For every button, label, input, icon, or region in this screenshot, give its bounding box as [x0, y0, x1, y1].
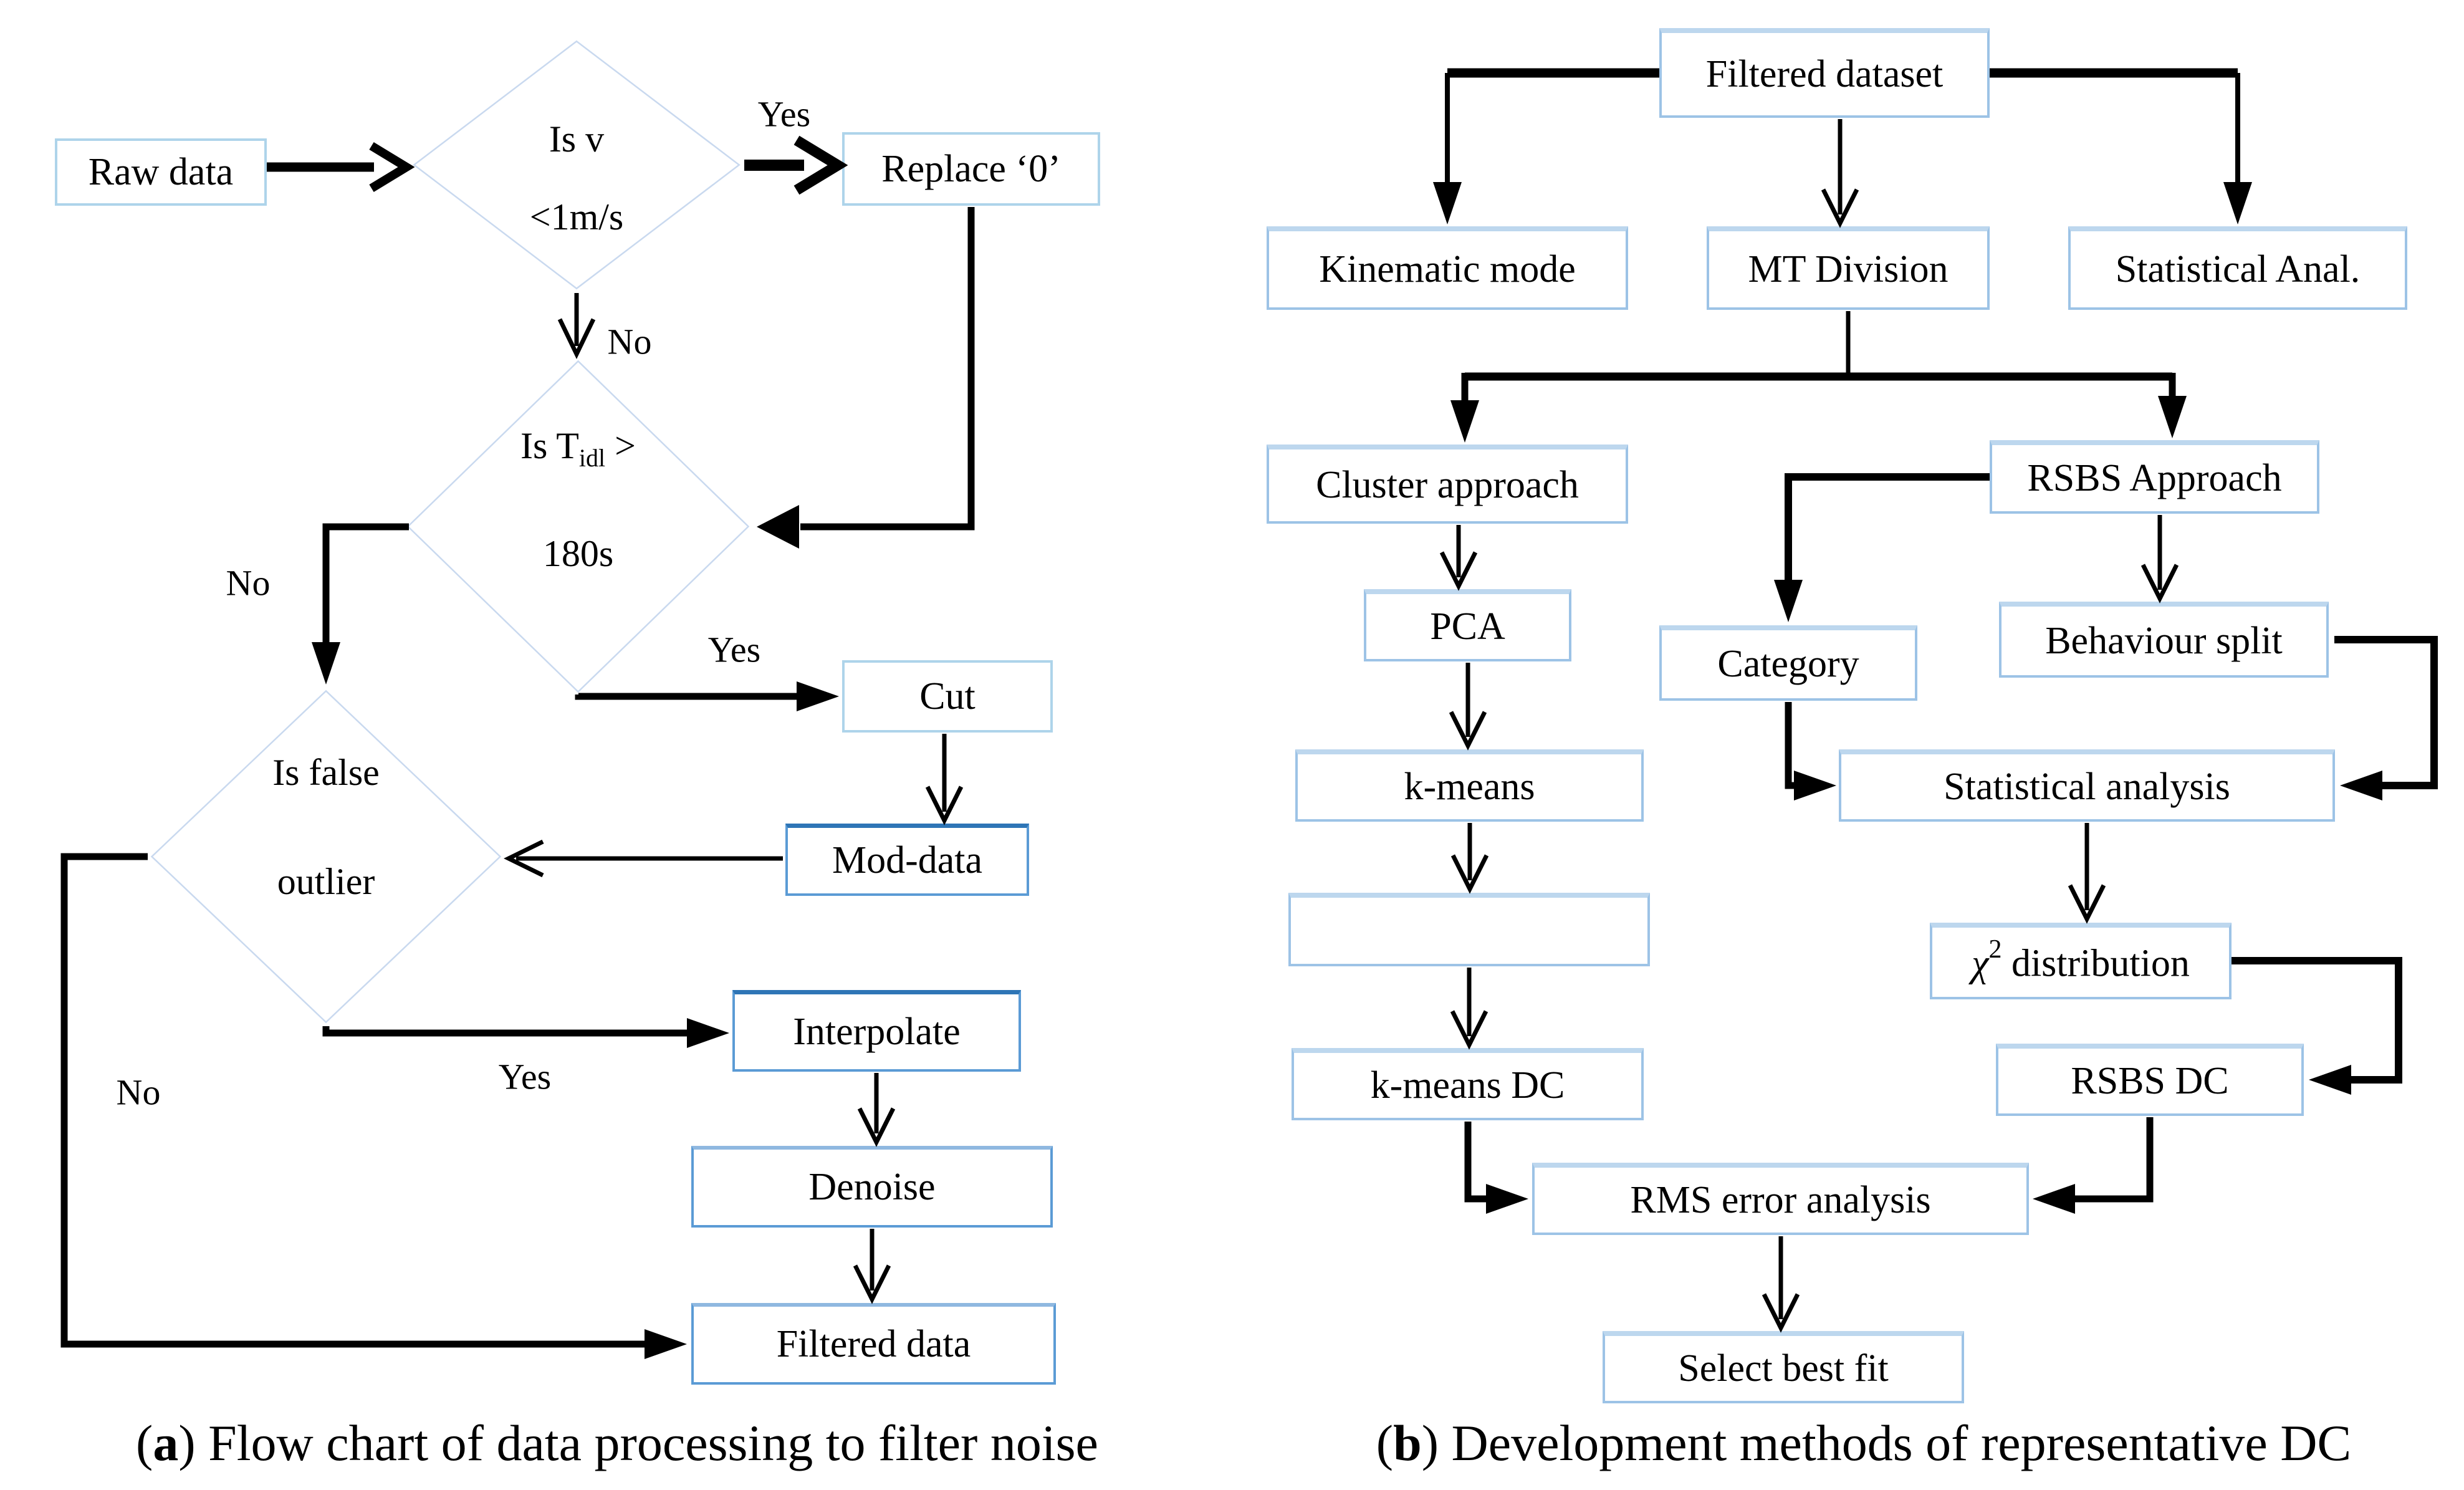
arrow-mtdivision-split	[1450, 311, 2187, 443]
node-statistical-analysis-label: Statistical analysis	[1944, 765, 2230, 808]
arrow-pca-to-kmeans	[1449, 663, 1487, 751]
node-interpolate: Interpolate	[732, 990, 1021, 1072]
node-k-means-dc: k-means DC	[1292, 1048, 1644, 1120]
node-chi2-distribution-label: χ2 distribution	[1972, 935, 2190, 985]
diamond-shape	[411, 39, 742, 291]
caption-b: (b) Development methods of representativ…	[1376, 1415, 2352, 1471]
arrow-filtereddataset-to-mtdivision	[1821, 119, 1859, 228]
decision-line1: Is false	[272, 752, 380, 793]
node-k-means: k-means	[1295, 749, 1644, 822]
node-raw-data: Raw data	[55, 138, 267, 206]
decision-line2: 180s	[542, 533, 614, 574]
node-cluster-approach: Cluster approach	[1267, 445, 1628, 524]
decision-line1: Is Tidl >	[520, 425, 636, 472]
node-kinematic-mode-label: Kinematic mode	[1319, 248, 1576, 291]
node-statistical-anal-label: Statistical Anal.	[2115, 248, 2361, 291]
node-filtered-data: Filtered data	[691, 1303, 1056, 1385]
node-pca-label: PCA	[1430, 605, 1505, 648]
node-rsbs-approach-label: RSBS Approach	[2027, 456, 2282, 499]
arrow-rsbsdc-to-rms	[2033, 1117, 2154, 1214]
node-replace-0: Replace ‘0’	[842, 132, 1100, 206]
node-cut: Cut	[842, 660, 1053, 733]
arrow-behaviour-to-statanalysis	[2334, 636, 2438, 800]
node-category-label: Category	[1717, 643, 1859, 686]
node-k-means-dc-label: k-means DC	[1370, 1064, 1565, 1107]
node-behaviour-split: Behaviour split	[1999, 602, 2329, 678]
node-rms-error-analysis-label: RMS error analysis	[1630, 1178, 1931, 1221]
arrow-cluster-to-pca	[1439, 525, 1478, 591]
node-select-best-fit: Select best fit	[1603, 1331, 1964, 1403]
node-statistical-analysis: Statistical analysis	[1839, 749, 2335, 822]
node-mod-data: Mod-data	[785, 824, 1029, 896]
node-filtered-data-label: Filtered data	[776, 1323, 971, 1366]
node-rsbs-dc: RSBS DC	[1996, 1044, 2304, 1116]
node-filtered-dataset: Filtered dataset	[1659, 28, 1990, 118]
decision-is-tidl-gt-180s: Is Tidl > 180s	[405, 358, 751, 695]
arrow-cut-to-moddata	[925, 734, 964, 825]
node-denoise: Denoise	[691, 1146, 1053, 1228]
arrow-isv-yes-to-replace0	[744, 135, 848, 195]
arrow-moddata-to-isfalse	[504, 839, 783, 878]
label-yes-outlier: Yes	[498, 1056, 552, 1097]
label-no-outlier: No	[116, 1072, 161, 1113]
node-statistical-anal: Statistical Anal.	[2068, 226, 2407, 310]
node-k-means-label: k-means	[1404, 765, 1535, 808]
arrow-istidl-no-to-isfalse	[312, 523, 409, 685]
node-rsbs-dc-label: RSBS DC	[2071, 1059, 2229, 1102]
node-interpolate-label: Interpolate	[793, 1010, 961, 1053]
label-yes-tidl: Yes	[707, 629, 761, 670]
decision-line2: outlier	[277, 861, 375, 902]
decision-is-false-outlier: Is false outlier	[149, 688, 503, 1025]
node-cut-label: Cut	[919, 675, 976, 718]
node-behaviour-split-label: Behaviour split	[2045, 619, 2283, 662]
arrow-isv-no-to-istidl	[557, 293, 596, 360]
arrow-kmeans-to-performance	[1450, 823, 1489, 894]
decision-line1: Is v	[549, 118, 605, 160]
node-pca: PCA	[1364, 589, 1571, 661]
diamond-shape	[405, 358, 751, 695]
node-performance	[1288, 893, 1650, 966]
arrow-rsbs-to-behaviour	[2140, 515, 2179, 603]
node-raw-data-label: Raw data	[88, 150, 234, 193]
node-filtered-dataset-label: Filtered dataset	[1705, 52, 1944, 95]
decision-line2: <1m/s	[529, 196, 624, 238]
node-cluster-approach-label: Cluster approach	[1316, 464, 1579, 507]
node-denoise-label: Denoise	[808, 1166, 936, 1209]
node-mt-division: MT Division	[1707, 226, 1990, 310]
arrow-rsbs-to-category	[1774, 473, 1990, 622]
node-mt-division-label: MT Division	[1748, 248, 1949, 291]
arrow-filtereddataset-to-statisticalanal	[1990, 68, 2252, 224]
arrow-rms-to-select	[1762, 1236, 1800, 1333]
diamond-shape	[149, 688, 503, 1025]
node-rms-error-analysis: RMS error analysis	[1532, 1163, 2029, 1235]
node-category: Category	[1659, 625, 1917, 701]
label-no-v: No	[607, 321, 652, 362]
node-chi2-distribution: χ2 distribution	[1930, 923, 2232, 999]
arrow-filtereddataset-to-kinematic	[1433, 68, 1659, 224]
node-rsbs-approach: RSBS Approach	[1990, 440, 2319, 514]
arrow-category-to-statanalysis	[1785, 702, 1836, 800]
arrow-performance-to-kmeansdc	[1450, 968, 1488, 1050]
node-select-best-fit-label: Select best fit	[1678, 1347, 1889, 1390]
arrow-interpolate-to-denoise	[857, 1073, 896, 1147]
label-no-tidl: No	[226, 562, 271, 603]
arrow-statanalysis-to-chi2	[2068, 823, 2106, 924]
decision-is-v-lt-1ms: Is v <1m/s	[411, 39, 742, 291]
caption-a: (a) Flow chart of data processing to fil…	[136, 1415, 1098, 1471]
arrow-rawdata-to-isv	[267, 142, 415, 192]
label-yes-v: Yes	[757, 94, 811, 135]
node-kinematic-mode: Kinematic mode	[1267, 226, 1628, 310]
node-mod-data-label: Mod-data	[832, 839, 983, 882]
node-replace-0-label: Replace ‘0’	[881, 147, 1061, 190]
arrow-replace0-to-istidl	[757, 207, 975, 549]
arrow-denoise-to-filtereddata	[853, 1229, 891, 1304]
arrow-kmeansdc-to-rms	[1464, 1122, 1528, 1214]
